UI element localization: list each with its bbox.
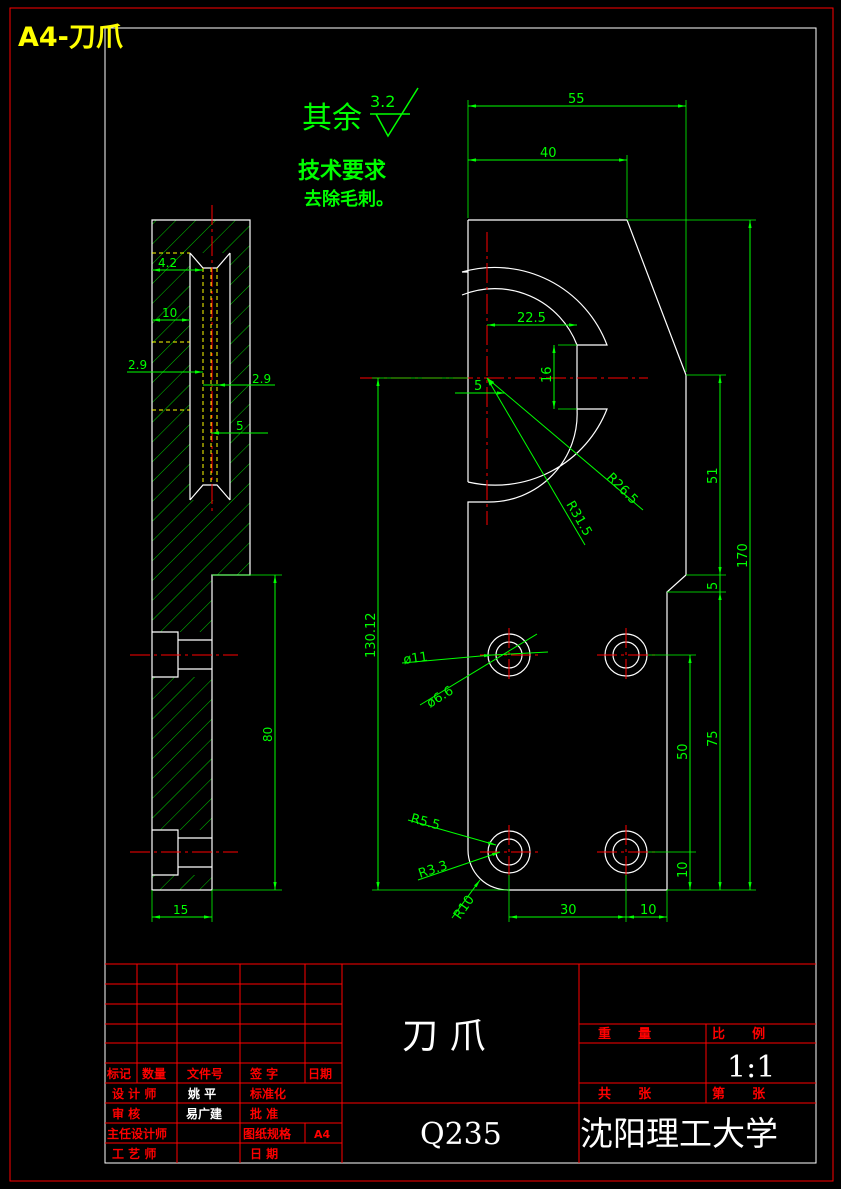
hidden-lines bbox=[152, 252, 218, 485]
dim-55: 55 bbox=[568, 92, 585, 107]
tb-fileno: 文件号 bbox=[187, 1066, 223, 1081]
dim-15: 15 bbox=[173, 903, 188, 917]
tb-chief-label: 主任设计师 bbox=[107, 1126, 167, 1141]
tb-sign: 签 字 bbox=[249, 1066, 278, 1081]
tb-designer-name: 姚 平 bbox=[187, 1086, 216, 1101]
surface-roughness: 其余 3.2 bbox=[302, 87, 419, 138]
title-block-labels: 标记 数量 文件号 签 字 日期 设 计 师 姚 平 标准化 审 核 易广建 批… bbox=[106, 1016, 778, 1161]
tb-standard-label: 标准化 bbox=[249, 1086, 286, 1101]
dim-10-section: 10 bbox=[162, 306, 177, 320]
tb-qty: 数量 bbox=[142, 1066, 166, 1081]
dim-40: 40 bbox=[540, 146, 557, 161]
title-block bbox=[105, 963, 816, 1163]
dim-5-front: 5 bbox=[474, 379, 482, 394]
section-hatch bbox=[152, 220, 250, 890]
roughness-text: 其余 bbox=[302, 101, 362, 136]
dim-2-9-right: 2.9 bbox=[252, 372, 271, 386]
dim-5-section: 5 bbox=[236, 419, 244, 433]
dim-50: 50 bbox=[676, 743, 691, 760]
tb-scale: 1:1 bbox=[727, 1050, 775, 1085]
dim-4-2: 4.2 bbox=[158, 256, 177, 270]
dim-phi-11: ø11 bbox=[402, 650, 428, 668]
dim-75: 75 bbox=[706, 730, 721, 747]
tb-review-label: 审 核 bbox=[112, 1106, 140, 1121]
dim-r31-5: R31.5 bbox=[563, 499, 595, 539]
dim-80: 80 bbox=[261, 727, 275, 742]
notes-title: 技术要求 bbox=[298, 159, 386, 184]
front-centerlines bbox=[360, 232, 655, 880]
front-view: 55 40 22.5 16 5 R26.5 R31.5 170 51 5 75 bbox=[360, 92, 756, 922]
tb-material: Q235 bbox=[420, 1117, 502, 1152]
dim-5-step: 5 bbox=[706, 582, 721, 590]
dim-r10: R10 bbox=[451, 893, 478, 923]
tb-marker: 标记 bbox=[106, 1066, 131, 1081]
tb-total-label: 共 张 bbox=[598, 1086, 652, 1102]
dim-130-12: 130.12 bbox=[364, 613, 379, 659]
dim-r5-5: R5.5 bbox=[409, 811, 442, 833]
section-slot bbox=[189, 252, 231, 501]
notes-item: 去除毛刺。 bbox=[304, 188, 394, 210]
section-centerlines bbox=[130, 205, 238, 853]
tb-format-label: 图纸规格 bbox=[243, 1126, 292, 1141]
dim-22-5: 22.5 bbox=[517, 311, 546, 326]
dim-r3-3: R3.3 bbox=[417, 858, 450, 881]
dim-10-vertical: 10 bbox=[676, 861, 691, 878]
jaw-notch bbox=[461, 266, 608, 409]
tb-date: 日期 bbox=[308, 1066, 332, 1081]
outer-frame bbox=[9, 7, 834, 1182]
roughness-value: 3.2 bbox=[370, 92, 395, 111]
tb-format-value: A4 bbox=[314, 1128, 331, 1141]
tb-part-name: 刀 爪 bbox=[402, 1016, 485, 1057]
tb-school: 沈阳理工大学 bbox=[580, 1114, 778, 1153]
tb-date-label: 日 期 bbox=[250, 1146, 278, 1161]
dim-16: 16 bbox=[540, 366, 555, 383]
tb-weight-label: 重 量 bbox=[598, 1026, 651, 1042]
dim-phi-6-6: ø6.6 bbox=[424, 683, 456, 711]
dim-2-9-left: 2.9 bbox=[128, 358, 147, 372]
dim-30: 30 bbox=[560, 903, 577, 918]
dim-170: 170 bbox=[736, 543, 751, 568]
section-view: 4.2 10 2.9 2.9 5 80 15 bbox=[127, 205, 282, 922]
roughness-symbol bbox=[370, 87, 419, 138]
inner-frame bbox=[104, 27, 817, 1164]
dim-r26-5: R26.5 bbox=[603, 470, 640, 507]
dim-51: 51 bbox=[706, 467, 721, 484]
tb-sheet-label: 第 张 bbox=[712, 1086, 766, 1102]
part-outline bbox=[467, 219, 687, 891]
tb-approve-label: 批 准 bbox=[250, 1106, 278, 1121]
dim-10-horizontal: 10 bbox=[640, 903, 657, 918]
tb-process-label: 工 艺 师 bbox=[112, 1146, 156, 1161]
sheet-label: A4-刀爪 bbox=[18, 22, 124, 53]
tb-reviewer-name: 易广建 bbox=[186, 1106, 223, 1121]
tb-ratio-label: 比 例 bbox=[712, 1026, 765, 1042]
tb-designer-label: 设 计 师 bbox=[112, 1086, 156, 1101]
